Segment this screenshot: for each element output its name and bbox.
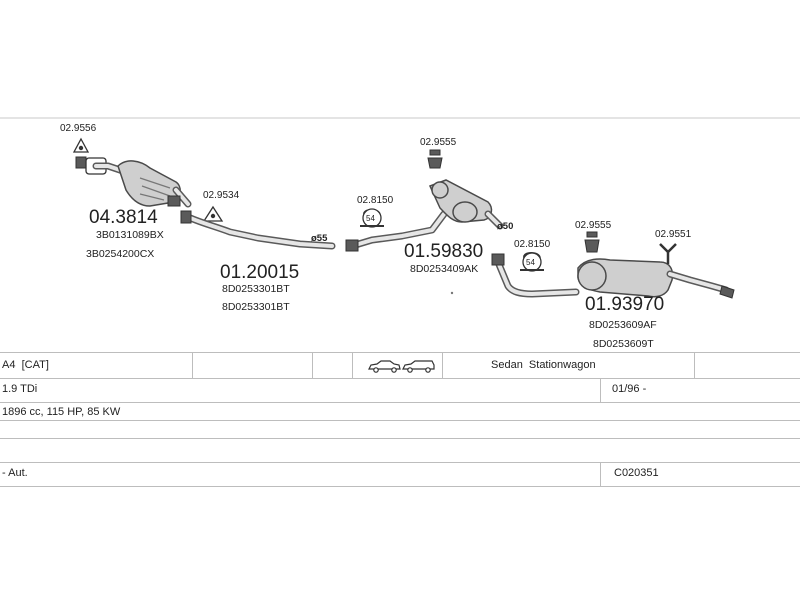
oem-code: 3B0254200CX (86, 248, 154, 260)
part-number: 01.20015 (220, 262, 299, 283)
rubber-mount-icon (584, 239, 600, 253)
pipe-diameter: ø50 (497, 221, 513, 232)
rubber-mount-icon (427, 157, 443, 169)
catalytic-converter[interactable]: 04.3814 3B0131089BX 3B0254200CX (85, 157, 192, 260)
y-hanger-icon (659, 243, 677, 254)
mount-middle[interactable]: 02.9555 (420, 137, 457, 169)
gasket-front[interactable]: 02.9534 (202, 190, 240, 222)
engine-specs: 1896 cc, 115 HP, 85 KW (2, 406, 121, 418)
middle-silencer[interactable]: ø50 01.59830 8D0253409AK (345, 179, 513, 295)
engine-name: 1.9 TDi (2, 383, 38, 395)
station-wagon-icon (402, 360, 435, 373)
sedan-car-icon (368, 360, 401, 373)
pipe-diameter: ø55 (311, 233, 328, 244)
body-types-text: Sedan Stationwagon (491, 359, 596, 371)
oem-code: 8D0253409AK (410, 263, 478, 275)
oem-code: 8D0253301BT (222, 301, 290, 313)
clamp-rear[interactable]: 02.8150 54 (514, 239, 551, 272)
svg-text:54: 54 (526, 258, 535, 267)
mount-tail[interactable]: 02.9551 (655, 229, 692, 264)
clamp-front[interactable]: 02.8150 54 (357, 195, 394, 228)
accessory-number: 02.9555 (420, 137, 457, 148)
part-number: 01.59830 (404, 241, 483, 262)
mount-rear[interactable]: 02.9555 (575, 220, 612, 253)
rear-silencer[interactable]: 01.93970 8D0253609AF 8D0253609T (491, 253, 735, 350)
system-code: C020351 (614, 467, 659, 479)
exhaust-system-diagram: 02.9556 04.3814 3B0131089BX 3B0254200CX … (0, 117, 800, 350)
gasket-top-left[interactable]: 02.9556 (60, 123, 97, 169)
cat-tag: [CAT] (21, 359, 49, 371)
oem-code: 8D0253301BT (222, 283, 290, 295)
accessory-number: 02.9555 (575, 220, 612, 231)
accessory-number: 02.9534 (203, 190, 240, 201)
production-date: 01/96 - (612, 383, 647, 395)
accessory-number: 02.8150 (357, 195, 394, 206)
part-number: 01.93970 (585, 294, 664, 315)
body-type-icons (368, 358, 436, 374)
oem-code: 8D0253609T (593, 338, 654, 350)
accessory-number: 02.9551 (655, 229, 692, 240)
oem-code: 3B0131089BX (96, 229, 164, 241)
gasket-triangle-icon (72, 137, 90, 153)
front-pipe[interactable]: ø55 01.20015 8D0253301BT 8D0253301BT (180, 210, 336, 313)
part-number: 04.3814 (89, 207, 158, 228)
svg-text:54: 54 (366, 214, 375, 223)
oem-code: 8D0253609AF (589, 319, 657, 331)
vehicle-model: A4 [CAT] (2, 359, 49, 371)
accessory-number: 02.9556 (60, 123, 97, 134)
transmission: - Aut. (2, 467, 28, 479)
gasket-clamp-icon (75, 156, 87, 169)
accessory-number: 02.8150 (514, 239, 551, 250)
